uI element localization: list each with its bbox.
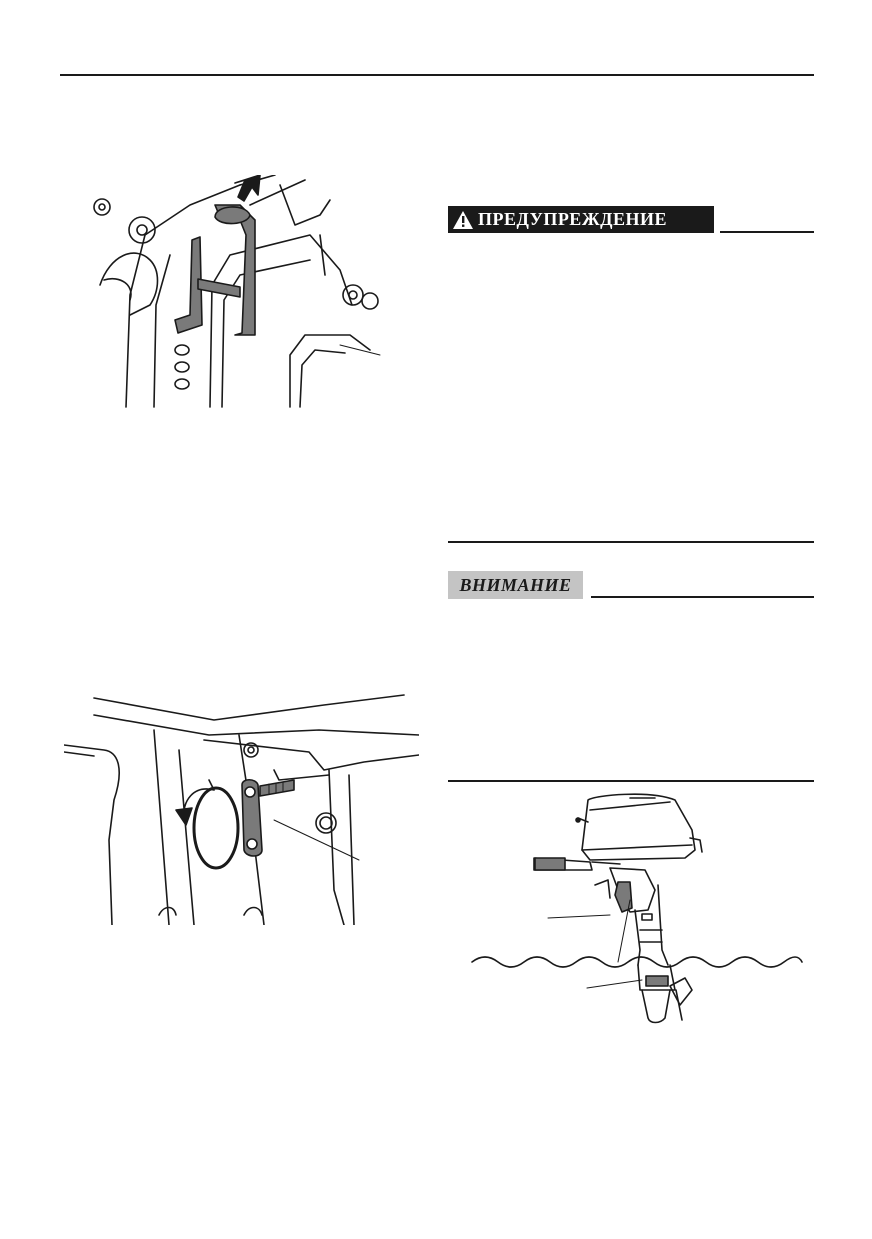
- figure-outboard-motor: [471, 793, 803, 1024]
- caution-label: ВНИМАНИЕ: [448, 571, 583, 599]
- warning-end-rule: [448, 541, 814, 543]
- caution-header-rule: [591, 596, 814, 598]
- warning-triangle-icon: [448, 206, 478, 233]
- caution-end-rule: [448, 780, 814, 782]
- warning-label-text: ПРЕДУПРЕЖДЕНИЕ: [478, 209, 668, 229]
- warning-label: ПРЕДУПРЕЖДЕНИЕ: [448, 206, 714, 233]
- header-rule: [60, 74, 814, 76]
- figure-bracket-rotation: [64, 694, 419, 925]
- warning-header-rule: [720, 231, 814, 233]
- figure-tilt-lever: [93, 175, 381, 408]
- caution-label-text: ВНИМАНИЕ: [459, 574, 572, 595]
